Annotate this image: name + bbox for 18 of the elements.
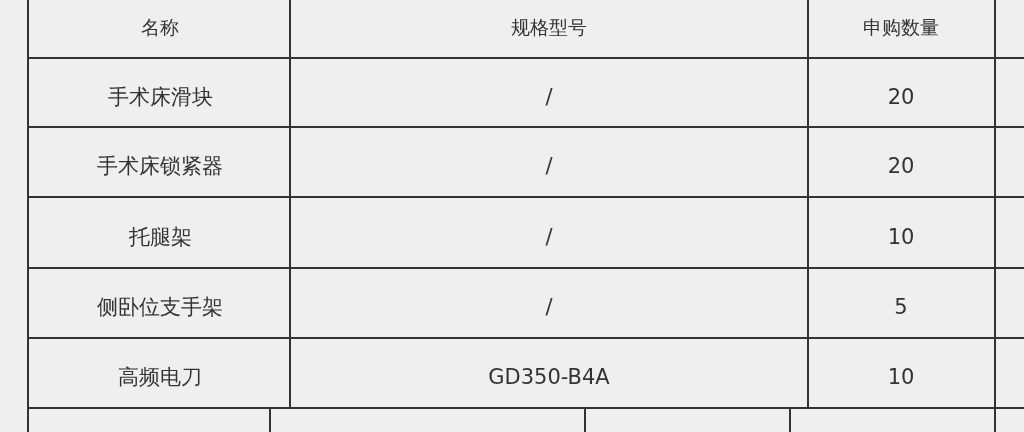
table-cell-text: 手术床锁紧器 bbox=[97, 153, 223, 180]
table-cell-text: / bbox=[545, 224, 553, 249]
column-header: 名称 bbox=[141, 15, 179, 40]
table-cell-text: 托腿架 bbox=[128, 223, 192, 251]
table-cell-text: 高频电刀 bbox=[118, 364, 202, 391]
table-cell-text: GD350-B4A bbox=[488, 365, 610, 389]
table-cell-text: 20 bbox=[887, 84, 915, 109]
table-cell-text: / bbox=[545, 84, 553, 109]
column-header: 申购数量 bbox=[863, 15, 939, 40]
table-cell-text: 手术床滑块 bbox=[107, 83, 213, 111]
column-header: 规格型号 bbox=[511, 15, 587, 40]
table-cell-text: 10 bbox=[887, 365, 915, 389]
table-cell-text: 10 bbox=[887, 224, 915, 249]
table-cell-text: / bbox=[545, 154, 553, 178]
table-cell-text: 5 bbox=[894, 295, 908, 319]
table-cell-text: / bbox=[545, 295, 553, 319]
table-cell-text: 侧卧位支手架 bbox=[97, 294, 223, 321]
table-cell-text: 20 bbox=[887, 154, 915, 178]
